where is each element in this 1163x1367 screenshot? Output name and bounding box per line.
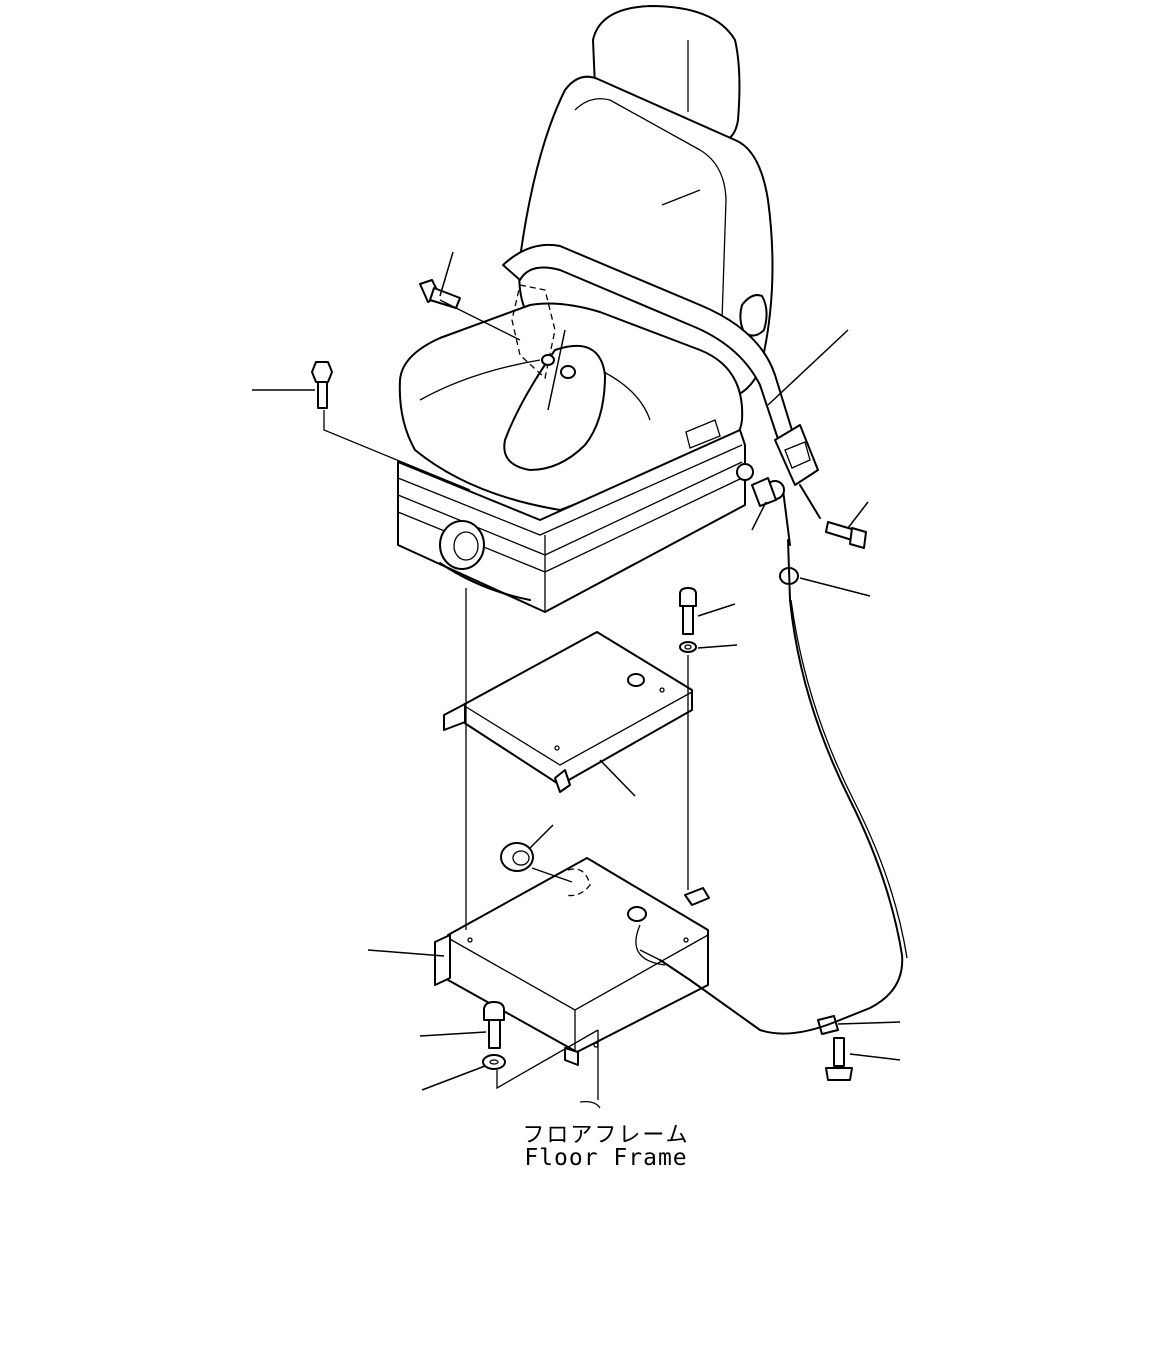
seat-cushion — [398, 284, 744, 511]
alignment-lines — [465, 588, 689, 930]
floor-fasteners — [482, 1001, 853, 1109]
upper-plate — [443, 587, 697, 793]
leader-lines — [252, 251, 901, 1091]
caption-japanese: フロアフレーム — [522, 1123, 689, 1148]
seat-belt — [502, 243, 821, 546]
lower-frame — [434, 842, 710, 1066]
harness-cable — [639, 539, 908, 1035]
caption-english: Floor Frame — [524, 1145, 687, 1171]
